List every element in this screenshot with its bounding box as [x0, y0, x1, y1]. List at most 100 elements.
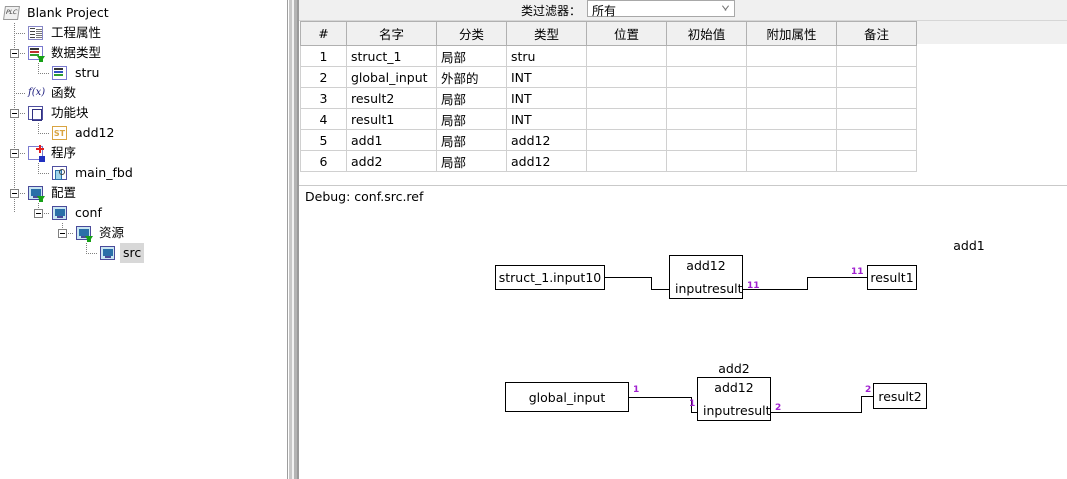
- tree-item-label: src: [120, 243, 145, 263]
- cell-name[interactable]: add1: [346, 129, 437, 151]
- column-header-options[interactable]: 附加属性: [746, 21, 837, 46]
- cell-class[interactable]: 局部: [436, 108, 507, 130]
- cell-type[interactable]: INT: [506, 87, 587, 109]
- tree-expander-conf[interactable]: [34, 209, 43, 218]
- tree-expander-function-blocks[interactable]: [10, 109, 19, 118]
- cell-type[interactable]: add12: [506, 129, 587, 151]
- class-filter-select[interactable]: 所有: [587, 0, 735, 18]
- tree-item-resource[interactable]: 资源: [0, 223, 287, 243]
- cell-class[interactable]: 局部: [436, 87, 507, 109]
- st-icon: ST: [52, 125, 68, 141]
- tree-expander-configuration[interactable]: [10, 189, 19, 198]
- fbd-block-type-2: add12: [714, 380, 754, 395]
- fbd-wire-segment: [807, 277, 867, 278]
- tree-item-function-blocks[interactable]: 功能块: [0, 103, 287, 123]
- table-row[interactable]: 5 add1 局部 add12: [300, 129, 917, 151]
- column-header-class[interactable]: 分类: [436, 21, 507, 46]
- column-header-name[interactable]: 名字: [346, 21, 437, 46]
- cell-class[interactable]: 局部: [436, 129, 507, 151]
- cell-type[interactable]: INT: [506, 66, 587, 88]
- cell-doc[interactable]: [836, 108, 917, 130]
- column-header-type[interactable]: 类型: [506, 21, 587, 46]
- tree-item-data-types[interactable]: 数据类型: [0, 43, 287, 63]
- cell-options[interactable]: [746, 45, 837, 67]
- tree-expander-data-types[interactable]: [10, 49, 19, 58]
- cell-initial[interactable]: [666, 129, 747, 151]
- fbd-wire-segment: [861, 396, 862, 413]
- fbd-output-variable-2[interactable]: result2: [873, 383, 927, 409]
- cell-type[interactable]: stru: [506, 45, 587, 67]
- fbd-block-input-pin-2[interactable]: input: [703, 403, 736, 418]
- tree-item-programs[interactable]: 程序: [0, 143, 287, 163]
- column-header-index[interactable]: #: [300, 21, 347, 46]
- fbd-function-block-1[interactable]: add12 input result: [669, 255, 743, 299]
- cell-options[interactable]: [746, 129, 837, 151]
- cell-class[interactable]: 局部: [436, 150, 507, 172]
- column-header-location[interactable]: 位置: [586, 21, 667, 46]
- table-row[interactable]: 1 struct_1 局部 stru: [300, 45, 917, 67]
- cell-doc[interactable]: [836, 129, 917, 151]
- cell-doc[interactable]: [836, 87, 917, 109]
- cell-initial[interactable]: [666, 66, 747, 88]
- table-row[interactable]: 3 result2 局部 INT: [300, 87, 917, 109]
- cell-name[interactable]: global_input: [346, 66, 437, 88]
- tree-item-stru[interactable]: stru: [0, 63, 287, 83]
- tree-item-functions[interactable]: f(x) 函数: [0, 83, 287, 103]
- cell-class[interactable]: 外部的: [436, 66, 507, 88]
- tree-item-label: conf: [75, 205, 102, 220]
- cell-class[interactable]: 局部: [436, 45, 507, 67]
- cell-initial[interactable]: [666, 108, 747, 130]
- cell-type[interactable]: add12: [506, 150, 587, 172]
- fbd-block-input-pin-1[interactable]: input: [675, 281, 708, 296]
- panel-splitter[interactable]: [288, 0, 299, 479]
- fbd-output-variable-1[interactable]: result1: [867, 265, 917, 290]
- cell-options[interactable]: [746, 87, 837, 109]
- table-row[interactable]: 4 result1 局部 INT: [300, 108, 917, 130]
- cell-options[interactable]: [746, 108, 837, 130]
- table-row[interactable]: 2 global_input 外部的 INT: [300, 66, 917, 88]
- fbd-canvas[interactable]: struct_1.input10 add1 add12 input result…: [299, 207, 1067, 479]
- fbd-block-output-pin-1[interactable]: result: [707, 281, 743, 296]
- fbd-wire-segment: [771, 412, 861, 413]
- tree-expander-programs[interactable]: [10, 149, 19, 158]
- column-header-initial[interactable]: 初始值: [666, 21, 747, 46]
- cell-location[interactable]: [586, 108, 667, 130]
- cell-doc[interactable]: [836, 66, 917, 88]
- tree-item-main-fbd[interactable]: main_fbd: [0, 163, 287, 183]
- cell-location[interactable]: [586, 66, 667, 88]
- fbd-function-block-2[interactable]: add12 input result: [697, 377, 771, 421]
- cell-name[interactable]: struct_1: [346, 45, 437, 67]
- cell-location[interactable]: [586, 87, 667, 109]
- cell-initial[interactable]: [666, 45, 747, 67]
- cell-initial[interactable]: [666, 87, 747, 109]
- cell-location[interactable]: [586, 129, 667, 151]
- project-tree-panel[interactable]: PLC Blank Project 工程属性 数据类型: [0, 0, 288, 479]
- class-filter-value: 所有: [592, 4, 617, 18]
- tree-item-root[interactable]: PLC Blank Project: [0, 3, 287, 23]
- fbd-block-output-pin-2[interactable]: result: [735, 403, 771, 418]
- tree-expander-resource[interactable]: [58, 229, 67, 238]
- cell-options[interactable]: [746, 150, 837, 172]
- fbd-input-variable-1[interactable]: struct_1.input10: [495, 265, 605, 290]
- tree-item-configuration[interactable]: 配置: [0, 183, 287, 203]
- tree-item-src[interactable]: src: [0, 243, 287, 263]
- cell-type[interactable]: INT: [506, 108, 587, 130]
- cell-name[interactable]: add2: [346, 150, 437, 172]
- variables-table[interactable]: # 名字 分类 类型 位置 初始值 附加属性 备注 1 struct_1 局部 …: [300, 21, 917, 172]
- tree-item-conf[interactable]: conf: [0, 203, 287, 223]
- tree-item-label: add12: [75, 125, 115, 140]
- cell-options[interactable]: [746, 66, 837, 88]
- table-row[interactable]: 6 add2 局部 add12: [300, 150, 917, 172]
- fbd-pin-label-src-2: 1: [633, 385, 640, 395]
- cell-location[interactable]: [586, 45, 667, 67]
- cell-name[interactable]: result2: [346, 87, 437, 109]
- cell-doc[interactable]: [836, 45, 917, 67]
- cell-doc[interactable]: [836, 150, 917, 172]
- cell-location[interactable]: [586, 150, 667, 172]
- cell-initial[interactable]: [666, 150, 747, 172]
- column-header-doc[interactable]: 备注: [836, 21, 917, 46]
- tree-item-project-properties[interactable]: 工程属性: [0, 23, 287, 43]
- tree-item-add12[interactable]: ST add12: [0, 123, 287, 143]
- cell-name[interactable]: result1: [346, 108, 437, 130]
- fbd-input-variable-2[interactable]: global_input: [505, 382, 629, 412]
